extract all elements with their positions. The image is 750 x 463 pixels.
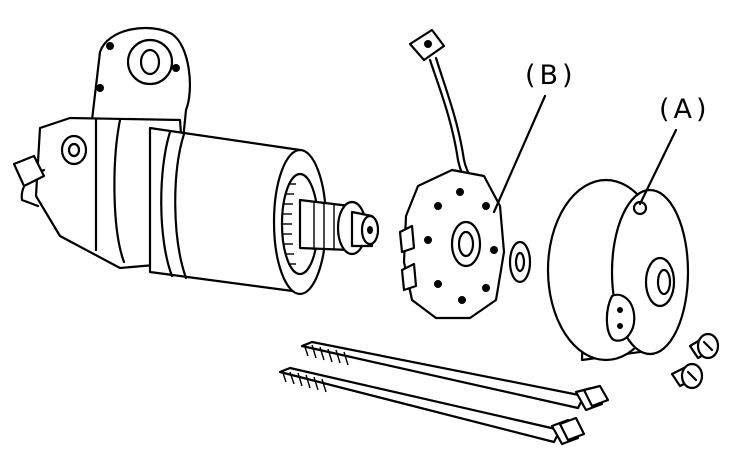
leader-line-b [492, 94, 547, 214]
starter-motor-body [12, 26, 380, 296]
brush-holder-b [398, 28, 506, 320]
label-a: (A) [659, 94, 711, 125]
leader-line-a [638, 128, 678, 206]
through-bolt-upper [300, 340, 610, 412]
through-bolt-lower [278, 366, 586, 446]
screw-lower [670, 362, 704, 390]
screw-upper [688, 332, 720, 360]
washer [508, 240, 532, 284]
label-b: (B) [525, 60, 577, 91]
end-cover-a [546, 178, 690, 362]
